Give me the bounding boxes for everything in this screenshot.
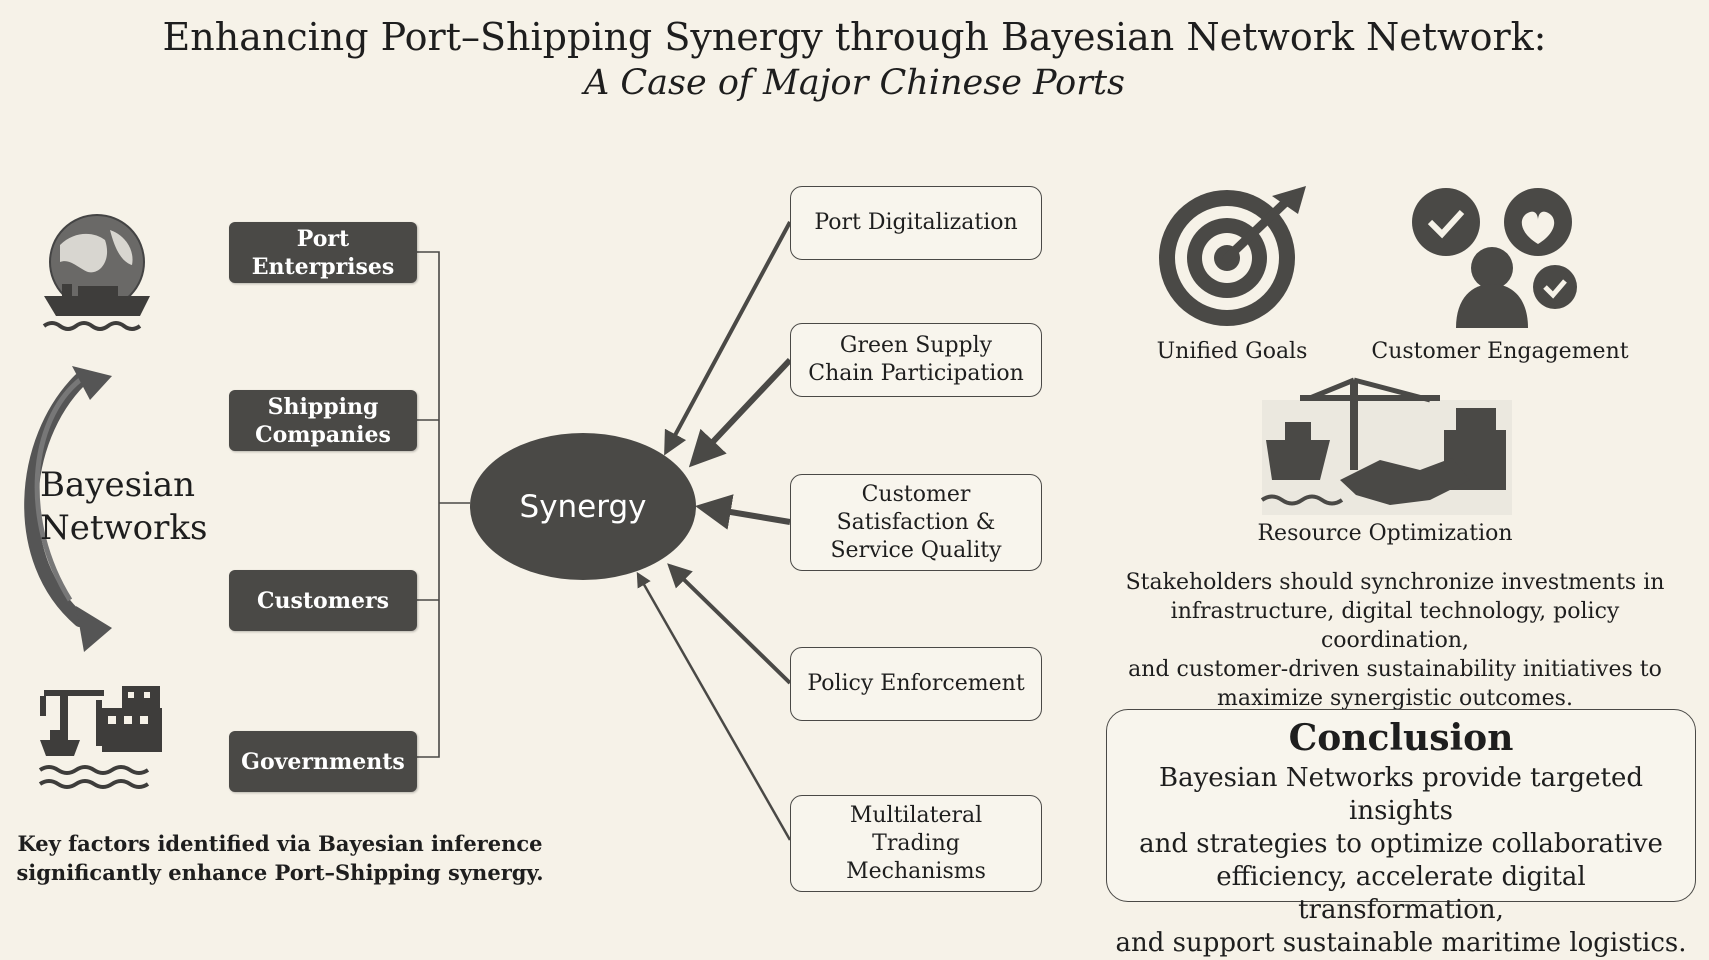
stakeholder-port-enterprises: Port Enterprises xyxy=(229,222,417,283)
resource-optimization-label: Resource Optimization xyxy=(1257,521,1513,546)
synergy-label: Synergy xyxy=(519,488,647,525)
key-factors-caption: Key factors identified via Bayesian infe… xyxy=(0,829,560,887)
connector-layer xyxy=(24,186,1577,841)
arrow-green-supply-chain xyxy=(688,357,793,468)
factor-label-line: Policy Enforcement xyxy=(807,671,1025,696)
factor-multilateral-trading: Multilateral Trading Mechanisms xyxy=(790,795,1042,892)
stakeholder-label-line2: Companies xyxy=(255,421,391,448)
factor-label-line: Satisfaction & xyxy=(836,509,996,535)
port-city-icon xyxy=(38,686,162,789)
target-icon xyxy=(1159,186,1306,326)
factor-label-line: Mechanisms xyxy=(846,858,986,884)
conclusion-title: Conclusion xyxy=(1288,717,1514,759)
factor-label-line: Port Digitalization xyxy=(814,210,1018,235)
stakeholder-shipping-companies: Shipping Companies xyxy=(229,390,417,451)
diagram-canvas: Enhancing Port–Shipping Synergy through … xyxy=(0,15,1696,958)
factor-port-digitalization: Port Digitalization xyxy=(790,186,1042,260)
recommendation-text: Stakeholders should synchronize investme… xyxy=(1105,568,1685,713)
stakeholder-label-line1: Shipping xyxy=(267,393,379,420)
recommendation-line: Stakeholders should synchronize investme… xyxy=(1125,570,1665,595)
factor-label-line: Multilateral xyxy=(849,802,983,828)
arrow-customer-satisfaction xyxy=(695,494,791,530)
factor-customer-satisfaction: Customer Satisfaction & Service Quality xyxy=(790,474,1042,571)
port-handshake-icon xyxy=(1260,377,1512,515)
curved-double-arrow-icon xyxy=(24,366,112,652)
stakeholder-label-line1: Customers xyxy=(257,587,389,614)
arrow-multilateral-trading xyxy=(636,571,792,841)
factor-label-line: Customer xyxy=(861,481,971,507)
stakeholder-label-line2: Enterprises xyxy=(251,253,395,280)
stakeholder-customers: Customers xyxy=(229,570,417,631)
customer-engagement-icon xyxy=(1412,188,1577,328)
stakeholder-label-line1: Governments xyxy=(241,748,405,775)
factor-policy-enforcement: Policy Enforcement xyxy=(790,647,1042,721)
synergy-node: Synergy xyxy=(470,433,696,580)
key-factors-line1: Key factors identified via Bayesian infe… xyxy=(17,831,543,856)
arrow-policy-enforcement xyxy=(667,563,792,685)
conclusion-line: Bayesian Networks provide targeted insig… xyxy=(1158,763,1644,826)
page-title: Enhancing Port–Shipping Synergy through … xyxy=(162,15,1547,59)
conclusion-line: efficiency, accelerate digital transform… xyxy=(1216,862,1586,925)
conclusion-box: Conclusion Bayesian Networks provide tar… xyxy=(1106,709,1696,958)
factor-label-line: Trading xyxy=(872,830,960,856)
key-factors-line2: significantly enhance Port–Shipping syne… xyxy=(16,860,544,885)
factor-label-line: Service Quality xyxy=(830,537,1002,563)
arrow-port-digitalization xyxy=(664,221,792,456)
bayesian-networks-label: Bayesian Networks xyxy=(40,464,207,550)
recommendation-line: infrastructure, digital technology, poli… xyxy=(1170,599,1620,653)
recommendation-line: and customer-driven sustainability initi… xyxy=(1128,657,1662,682)
factor-label-line: Green Supply xyxy=(839,333,993,358)
factor-label-line: Chain Participation xyxy=(808,361,1024,386)
page-subtitle: A Case of Major Chinese Ports xyxy=(583,63,1125,103)
stakeholder-governments: Governments xyxy=(229,731,417,792)
stakeholder-bracket xyxy=(417,251,470,758)
bayesian-networks-line2: Networks xyxy=(40,508,208,548)
globe-ship-icon xyxy=(42,214,150,331)
recommendation-line: maximize synergistic outcomes. xyxy=(1217,686,1573,711)
stakeholder-label-line1: Port xyxy=(296,225,350,252)
conclusion-line: and support sustainable maritime logisti… xyxy=(1115,928,1687,958)
bayesian-networks-line1: Bayesian xyxy=(40,465,196,505)
customer-engagement-label: Customer Engagement xyxy=(1371,339,1629,364)
conclusion-line: and strategies to optimize collaborative xyxy=(1139,829,1663,859)
factor-green-supply-chain: Green Supply Chain Participation xyxy=(790,323,1042,397)
unified-goals-label: Unified Goals xyxy=(1156,339,1308,364)
